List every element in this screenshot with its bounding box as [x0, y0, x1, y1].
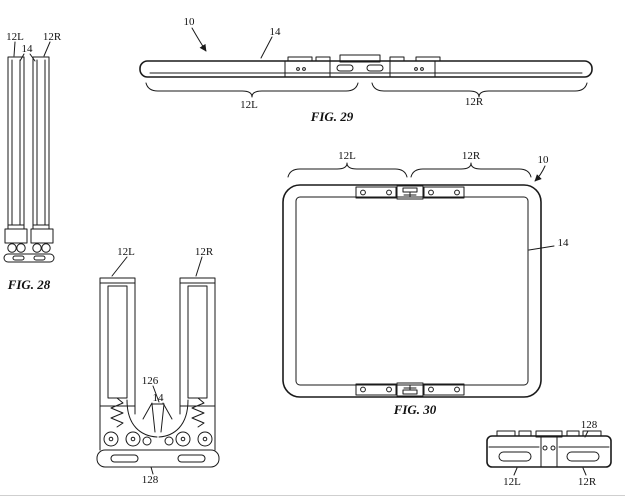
- fig30-leader-14: [528, 245, 555, 251]
- fig32-ref-12R: 12R: [578, 476, 597, 488]
- fig30-device-outline: [282, 184, 542, 398]
- fig29-device-body: [139, 60, 593, 78]
- fig30-display-outline: [295, 196, 529, 386]
- fig28-ref-14: 14: [22, 43, 34, 55]
- fig31-right-arm: [179, 277, 216, 407]
- fig30-brace-12L: [287, 162, 408, 178]
- fig32-details: [488, 430, 610, 468]
- fig32-leader-12R: [582, 467, 587, 476]
- fig29-ref-14: 14: [270, 26, 282, 38]
- fig31-leader-12R: [195, 256, 203, 277]
- fig30-arrow-10: [534, 165, 546, 182]
- fig28-leader-14b: [29, 53, 36, 62]
- fig29-caption: FIG. 29: [310, 109, 354, 124]
- fig31-ref-14: 14: [153, 392, 165, 404]
- fig28-leader-12R: [43, 41, 51, 57]
- fig28-ref-12R: 12R: [43, 31, 62, 43]
- figure-29: 10 14 12L 12R FIG. 29: [139, 16, 593, 124]
- figure-31: 12L 12R 126 14 128: [96, 246, 220, 486]
- fig30-ref-12L: 12L: [338, 150, 356, 162]
- fig28-leader-12L: [13, 41, 16, 57]
- fig28-right-member: [32, 56, 50, 230]
- fig28-left-member: [7, 56, 25, 230]
- fig29-arrow-10: [191, 27, 207, 52]
- figure-30: 12L 12R 10 14 FIG. 30: [282, 150, 570, 417]
- fig32-leader-12L: [513, 467, 518, 476]
- fig31-ref-12R: 12R: [195, 246, 214, 258]
- fig32-leader-128: [584, 430, 589, 438]
- fig30-ref-12R: 12R: [462, 150, 481, 162]
- fig29-ref-12L: 12L: [240, 99, 258, 111]
- fig32-housing: [486, 435, 612, 468]
- fig30-ref-14: 14: [558, 237, 570, 249]
- fig30-ref-10: 10: [538, 154, 550, 166]
- fig28-leader-14a: [19, 53, 25, 62]
- fig31-leader-14b: [162, 402, 173, 420]
- fig28-caption: FIG. 28: [7, 277, 51, 292]
- fig31-ref-12L: 12L: [117, 246, 135, 258]
- fig31-leader-128: [150, 466, 154, 475]
- fig31-leader-14a: [142, 402, 153, 420]
- figure-32-detail: 128 12L 12R: [486, 419, 612, 488]
- fig28-hinge-assembly: [3, 228, 55, 263]
- fig30-brace-12R: [410, 162, 532, 178]
- fig30-bottom-hinge: [355, 382, 465, 397]
- fig31-ref-128: 128: [142, 474, 159, 486]
- fig31-leader-126: [152, 385, 160, 403]
- fig29-brace-12R: [371, 82, 588, 98]
- fig31-leader-12L: [111, 256, 128, 277]
- fig31-hinge-assembly: [96, 397, 220, 468]
- fig31-ref-126: 126: [142, 375, 159, 387]
- fig30-caption: FIG. 30: [393, 402, 437, 417]
- fig29-ref-10: 10: [184, 16, 196, 28]
- fig30-top-hinge: [355, 185, 465, 200]
- figure-28: 12L 12R 14 FIG. 28: [3, 31, 62, 292]
- fig29-brace-12L: [145, 82, 359, 98]
- fig31-left-arm: [99, 277, 136, 407]
- fig28-ref-12L: 12L: [6, 31, 24, 43]
- fig32-ref-128: 128: [581, 419, 598, 431]
- fig29-leader-14: [260, 36, 273, 59]
- fig29-ref-12R: 12R: [465, 96, 484, 108]
- fig32-ref-12L: 12L: [503, 476, 521, 488]
- fig29-hinge-details: [284, 54, 441, 78]
